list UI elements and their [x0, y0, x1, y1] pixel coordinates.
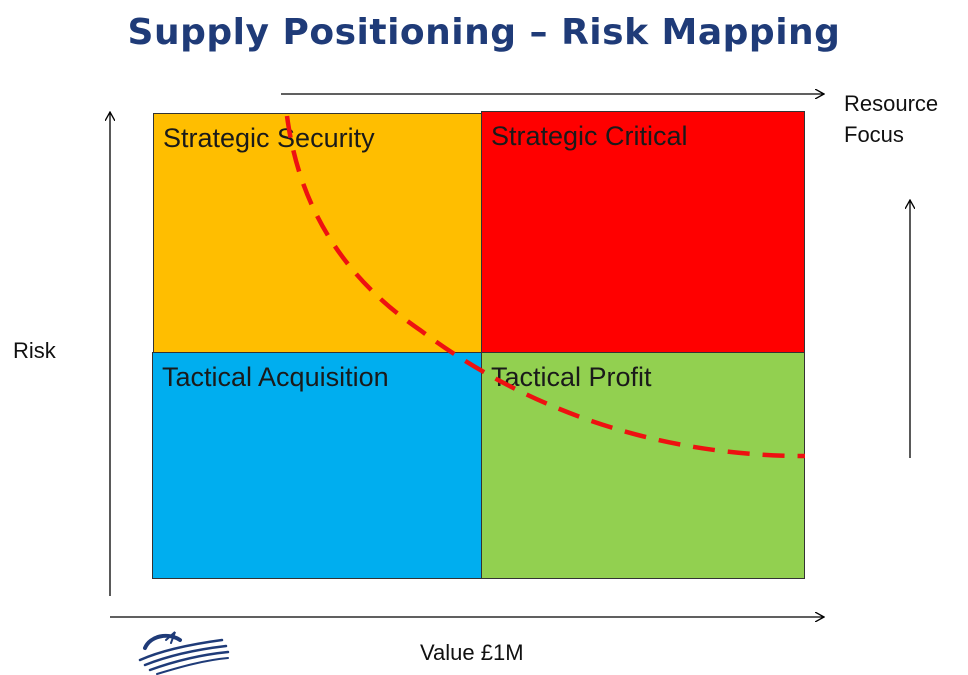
quadrant-strategic-critical: Strategic Critical [481, 111, 805, 353]
dragon-wave-logo [138, 631, 230, 675]
quadrant-tactical-profit: Tactical Profit [481, 352, 805, 579]
y-axis-label: Risk [13, 338, 56, 363]
quadrant-label: Tactical Profit [491, 362, 652, 392]
focus-label-line: Focus [844, 122, 904, 147]
quadrant-label: Strategic Security [163, 123, 375, 153]
quadrant-label: Tactical Acquisition [162, 362, 389, 392]
quadrant-strategic-security: Strategic Security [153, 113, 482, 353]
quadrant-tactical-acquisition: Tactical Acquisition [152, 352, 482, 579]
resource-label-line: Resource [844, 91, 939, 116]
risk-curve [284, 115, 806, 459]
x-axis-label: Value £1M [420, 640, 524, 665]
page-title: Supply Positioning – Risk Mapping [127, 12, 841, 53]
quadrant-label: Strategic Critical [491, 121, 688, 151]
resource-focus-label: Resource Focus [844, 88, 938, 150]
